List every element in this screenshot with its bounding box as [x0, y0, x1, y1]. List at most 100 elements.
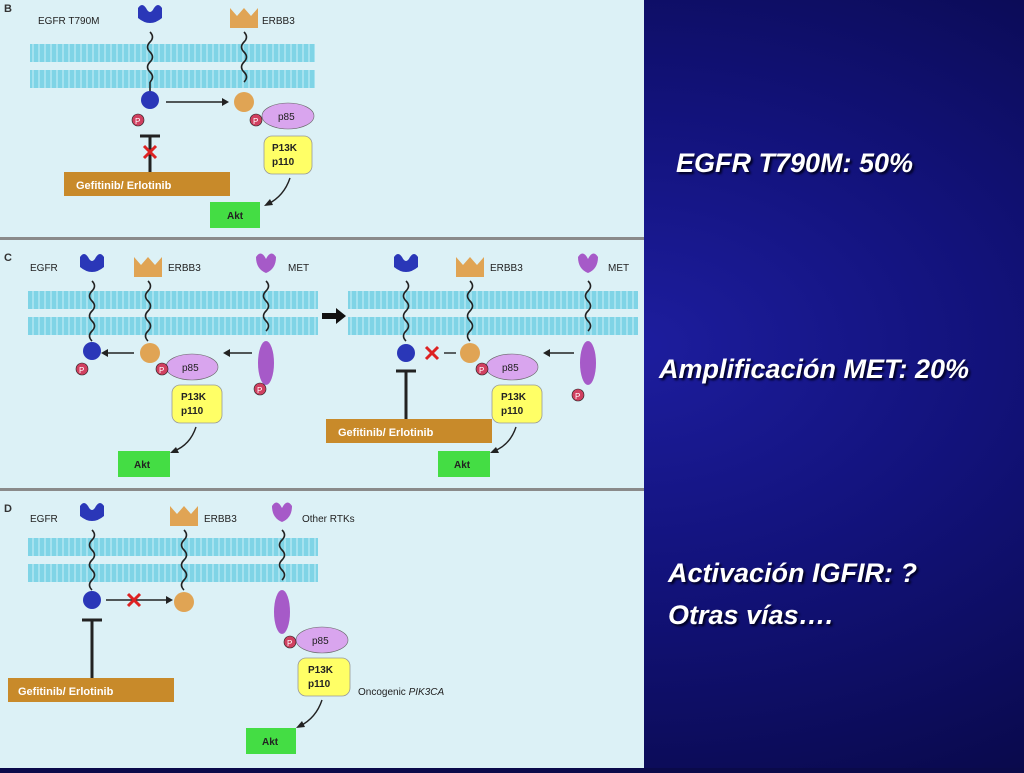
pi3k-box: [263, 135, 313, 175]
egfr-receptor-icon: [80, 503, 104, 521]
arrow-icon: [543, 349, 550, 357]
transmembrane-helix: [146, 31, 154, 83]
stat-met-amplification: Amplificación MET: 20%: [659, 354, 970, 384]
receptor-label: MET: [608, 263, 629, 274]
svg-text:Akt: Akt: [227, 211, 244, 222]
panel-d: D EGFR Gefitinib/ Erlotinib ERBB3: [0, 492, 644, 768]
arrow-icon: [490, 447, 499, 453]
panel-divider: [0, 237, 644, 240]
svg-text:p110: p110: [181, 406, 204, 417]
svg-text:P13K: P13K: [501, 392, 527, 403]
svg-text:P13K: P13K: [181, 392, 207, 403]
svg-text:p110: p110: [308, 679, 331, 690]
drug-box: [8, 678, 174, 702]
membrane-lower-leaflet: [348, 317, 638, 335]
transmembrane-helix: [262, 280, 270, 332]
svg-text:P13K: P13K: [308, 665, 334, 676]
receptor-label: ERBB3: [262, 16, 295, 27]
met-receptor-icon: [578, 253, 598, 273]
phospho-icon: [475, 362, 489, 376]
drug-box: [326, 419, 492, 443]
egfr-kinase-domain: [83, 342, 101, 360]
receptor-label: ERBB3: [490, 263, 523, 274]
arrow-icon: [296, 721, 305, 728]
p85-subunit: [295, 626, 349, 654]
phospho-icon: [75, 362, 89, 376]
svg-text:Akt: Akt: [454, 460, 471, 471]
phospho-icon: [571, 388, 585, 402]
egfr-kinase-domain: [397, 344, 415, 362]
transmembrane-helix: [466, 280, 474, 342]
akt-box: [438, 451, 490, 477]
drug-label: Gefitinib/ Erlotinib: [76, 180, 172, 192]
stat-igfir-activation: Activación IGFIR: ?: [668, 558, 918, 588]
phospho-icon: [249, 113, 263, 127]
pi3k-box: [297, 657, 351, 697]
svg-text:p110: p110: [501, 406, 524, 417]
receptor-label: Other RTKs: [302, 514, 355, 525]
svg-text:P: P: [575, 392, 580, 401]
receptor-label: EGFR: [30, 514, 58, 525]
erbb3-kinase-domain: [234, 92, 254, 112]
receptor-label: EGFR: [30, 263, 58, 274]
erbb3-receptor-icon: [134, 257, 162, 277]
blocked-x-icon: [424, 345, 440, 361]
membrane-upper-leaflet: [348, 291, 638, 309]
svg-text:P: P: [135, 117, 140, 126]
arrow-icon: [166, 596, 173, 604]
drug-label: Gefitinib/ Erlotinib: [338, 427, 434, 439]
svg-text:Akt: Akt: [262, 737, 279, 748]
panel-c: C EGFR P ERBB3: [0, 241, 644, 486]
svg-text:P13K: P13K: [272, 143, 298, 154]
receptor-label: ERBB3: [168, 263, 201, 274]
arrow-icon: [222, 98, 229, 106]
oncogenic-label: Oncogenic PIK3CA: [358, 687, 444, 698]
panel-letter: B: [4, 3, 12, 15]
erbb3-receptor-icon: [456, 257, 484, 277]
akt-box: [246, 728, 296, 754]
arrow-icon: [170, 447, 179, 453]
svg-text:P: P: [253, 117, 258, 126]
transmembrane-helix: [240, 31, 248, 83]
transmembrane-helix: [144, 280, 152, 342]
stat-other-pathways: Otras vías….: [668, 600, 834, 630]
arrow-icon: [264, 199, 273, 206]
pi3k-box: [491, 384, 543, 424]
transmembrane-helix: [584, 280, 592, 332]
membrane-upper-leaflet: [28, 291, 318, 309]
p85-label: p85: [278, 112, 295, 123]
drug-label: Gefitinib/ Erlotinib: [18, 686, 114, 698]
other-rtk-receptor-icon: [272, 502, 292, 522]
panel-letter: D: [4, 503, 12, 515]
transmembrane-helix: [402, 280, 410, 342]
egfr-receptor-icon: [394, 254, 418, 272]
svg-text:p85: p85: [502, 363, 519, 374]
svg-text:P: P: [257, 386, 262, 395]
arrow-icon: [223, 349, 230, 357]
akt-box: [210, 202, 260, 228]
svg-text:p85: p85: [312, 636, 329, 647]
stat-egfr-t790m: EGFR T790M: 50%: [676, 148, 914, 178]
panel-b-diagram: B EGFR T790M P ERBB3: [4, 3, 315, 228]
membrane-lower-leaflet: [28, 317, 318, 335]
transmembrane-helix: [180, 529, 188, 591]
blocked-x-icon: [142, 144, 158, 160]
transition-arrow-icon: [322, 308, 346, 324]
svg-text:P: P: [159, 366, 164, 375]
membrane-upper-leaflet: [30, 44, 315, 62]
svg-text:P: P: [479, 366, 484, 375]
receptor-label: MET: [288, 263, 309, 274]
svg-text:p110: p110: [272, 157, 295, 168]
erbb3-receptor-icon: [170, 506, 198, 526]
transmembrane-helix: [88, 280, 96, 342]
panel-d-diagram: D EGFR Gefitinib/ Erlotinib ERBB3: [4, 502, 444, 754]
blocked-x-icon: [126, 592, 142, 608]
membrane-lower-leaflet: [28, 564, 318, 582]
phospho-icon: [283, 635, 297, 649]
p85-subunit: [261, 102, 315, 130]
receptor-label: EGFR T790M: [38, 16, 100, 27]
akt-box: [118, 451, 170, 477]
svg-text:p85: p85: [182, 363, 199, 374]
phospho-icon: [155, 362, 169, 376]
